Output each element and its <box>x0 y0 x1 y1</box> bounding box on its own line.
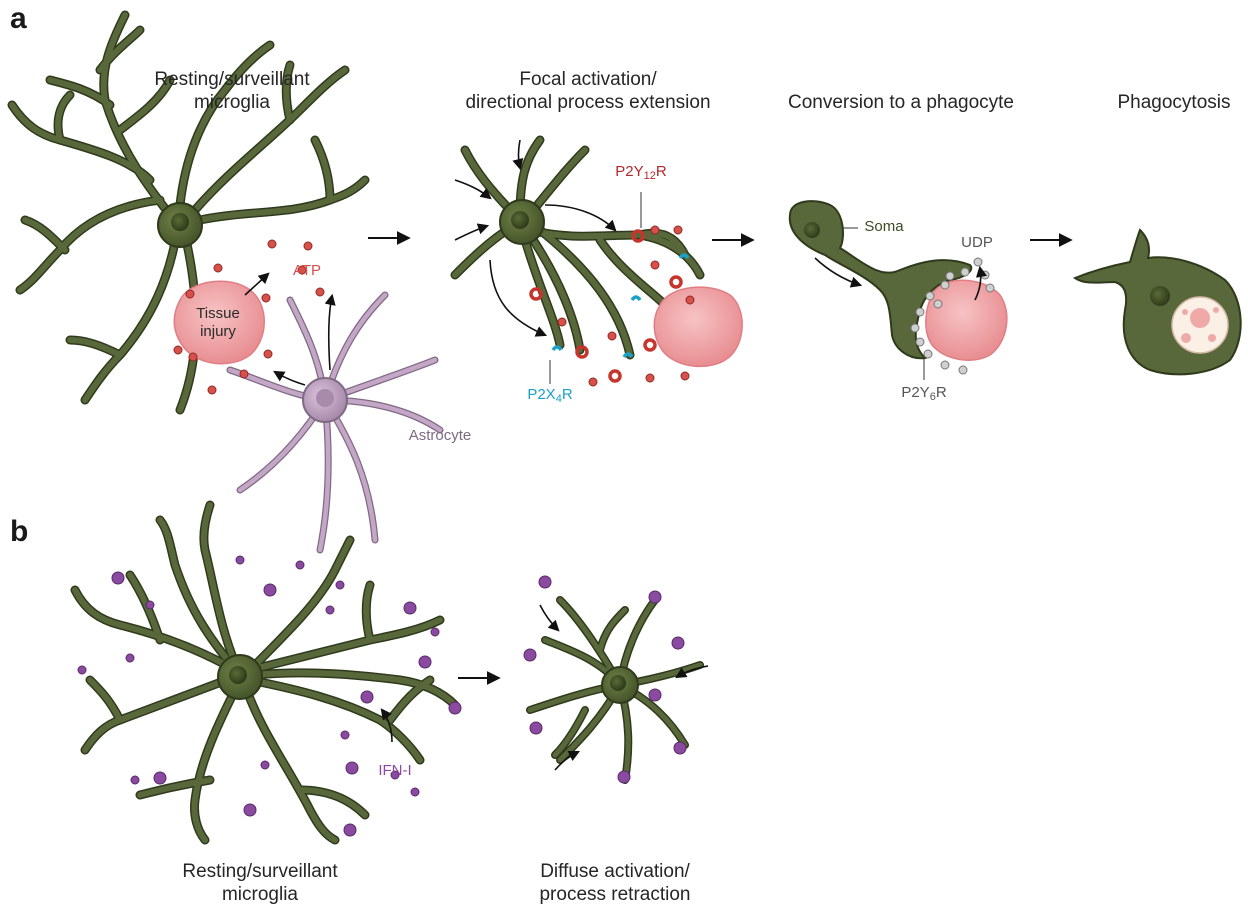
p2y6r-label: P2Y6R <box>901 384 947 403</box>
resting-microglia-b <box>70 500 460 845</box>
resting-microglia-a <box>7 10 370 415</box>
p2y12r-label: P2Y12R <box>615 163 667 182</box>
arrows-phago <box>814 257 987 301</box>
udp-molecules <box>910 257 995 375</box>
tissue-injury-label: Tissue injury <box>183 305 253 341</box>
step2-title-a: Focal activation/ directional process ex… <box>438 68 738 114</box>
arrows-diffuse <box>539 604 709 771</box>
step2-title-a-line1: Focal activation/ <box>519 69 657 90</box>
p2y12r-receptors <box>529 229 683 383</box>
arrows-a1 <box>244 272 336 386</box>
atp-molecules-focal <box>557 225 695 387</box>
panel-letter-b: b <box>10 515 29 548</box>
panel-letter-a: a <box>10 2 27 35</box>
ifn-molecules-b1 <box>77 555 462 837</box>
step2-title-b: Diffuse activation/ process retraction <box>505 860 725 906</box>
soma-label: Soma <box>864 218 904 235</box>
tissue-injury-line1: Tissue <box>196 305 240 322</box>
step1-title-b-line2: microglia <box>221 884 299 905</box>
ifn-label: IFN-I <box>378 762 412 779</box>
focal-microglia <box>450 135 705 360</box>
step2-title-b-line1: Diffuse activation/ <box>540 861 690 882</box>
tissue-injury-phago <box>925 279 1008 361</box>
step2-title-b-line2: process retraction <box>539 884 691 905</box>
p2x4r-label: P2X4R <box>527 386 573 405</box>
tissue-injury-focal <box>653 286 743 368</box>
tissue-injury-a <box>173 280 265 365</box>
phagocytosing-microglia <box>1072 228 1242 376</box>
udp-label: UDP <box>961 234 993 251</box>
step1-title-a-line1: Resting/surveillant <box>154 69 310 90</box>
step1-title-a-line2: microglia <box>193 92 271 113</box>
step4-title-a: Phagocytosis <box>1117 92 1231 113</box>
step1-title-b-line1: Resting/surveillant <box>182 861 338 882</box>
tissue-injury-line2: injury <box>200 323 236 340</box>
step2-title-a-line2: directional process extension <box>465 92 711 113</box>
arrows-focal <box>454 139 617 337</box>
atp-molecules <box>173 239 325 395</box>
astrocyte-label: Astrocyte <box>408 427 472 444</box>
step3-title-a: Conversion to a phagocyte <box>787 92 1015 113</box>
step1-title-a: Resting/surveillant microglia <box>122 68 342 114</box>
p2x4r-receptors <box>551 253 690 359</box>
ifn-arrow <box>380 708 393 743</box>
phagocyte-cell <box>788 200 973 360</box>
atp-label: ATP <box>292 262 322 279</box>
step1-title-b: Resting/surveillant microglia <box>150 860 370 906</box>
ifn-molecules-b2 <box>523 575 687 784</box>
